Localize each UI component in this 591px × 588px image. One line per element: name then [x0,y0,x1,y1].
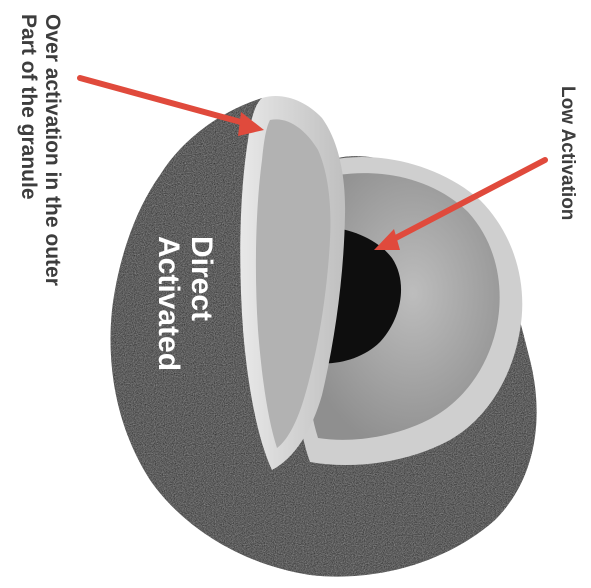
label-over-activation-line2: Part of the granule [16,14,40,286]
label-low-activation: Low Activation [556,86,578,220]
label-direct-activated: Direct Activated [152,236,218,371]
label-over-activation-line1: Over activation in the outer [40,14,64,286]
arrow-over-activation [80,78,248,124]
label-direct-line1: Direct [185,236,218,371]
label-direct-line2: Activated [152,236,185,371]
label-over-activation: Over activation in the outer Part of the… [16,14,64,286]
